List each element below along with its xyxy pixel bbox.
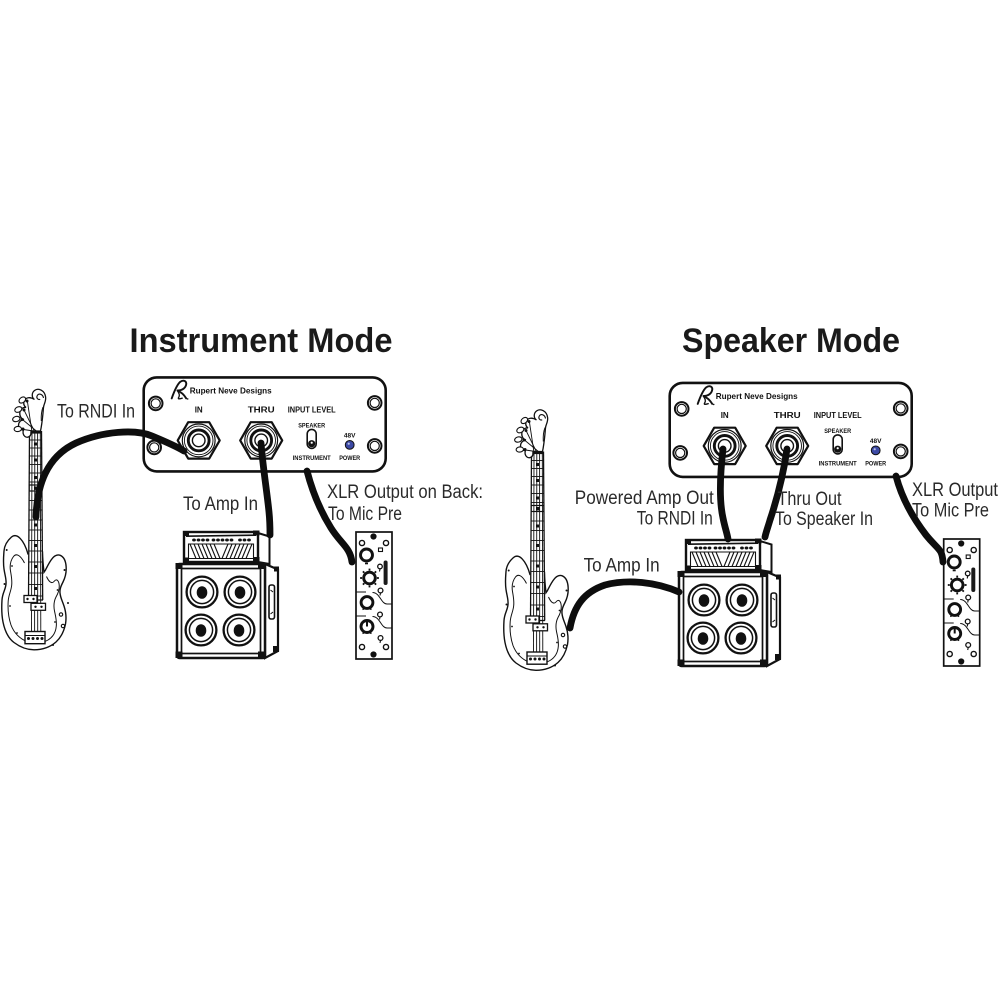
svg-text:To Mic Pre: To Mic Pre [912, 501, 989, 522]
svg-text:Powered Amp Out: Powered Amp Out [575, 488, 715, 509]
svg-text:Speaker Mode: Speaker Mode [682, 322, 900, 360]
svg-text:XLR Output: XLR Output [912, 480, 999, 501]
svg-text:To Amp In: To Amp In [183, 494, 258, 515]
svg-text:To Mic Pre: To Mic Pre [328, 504, 402, 525]
svg-text:Thru Out: Thru Out [778, 489, 843, 510]
svg-text:To Speaker In: To Speaker In [775, 509, 873, 530]
svg-text:To RNDI In: To RNDI In [637, 508, 713, 529]
svg-text:Instrument Mode: Instrument Mode [130, 322, 393, 360]
svg-text:To Amp In: To Amp In [584, 556, 660, 577]
svg-text:XLR Output on Back:: XLR Output on Back: [327, 482, 483, 503]
svg-text:To RNDI In: To RNDI In [57, 402, 135, 423]
